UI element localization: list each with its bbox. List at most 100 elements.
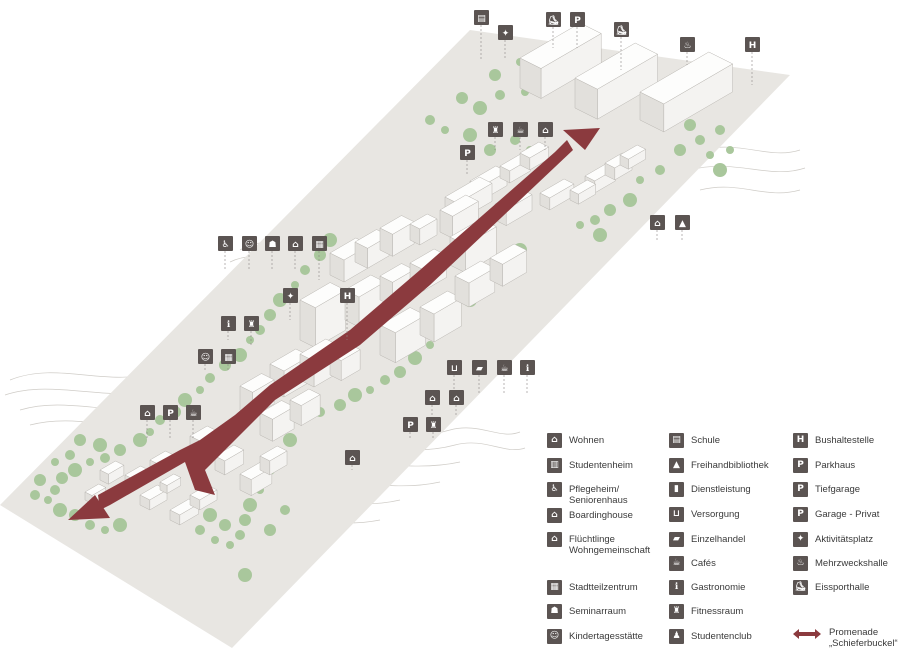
- svg-text:H: H: [749, 41, 757, 51]
- svg-text:ℹ: ℹ: [227, 320, 231, 330]
- tree: [65, 450, 75, 460]
- bus-stop-icon: H: [745, 37, 760, 52]
- shopping-bag-icon: ▰: [472, 360, 487, 375]
- building: [539, 178, 575, 211]
- tree: [713, 163, 727, 177]
- seminar-room-icon: ☗: [265, 236, 280, 251]
- building: [519, 141, 550, 171]
- svg-text:⌂: ⌂: [144, 409, 151, 419]
- building: [159, 473, 182, 494]
- svg-text:⌂: ⌂: [292, 240, 299, 250]
- tree: [44, 496, 52, 504]
- building: [379, 215, 415, 257]
- tree: [226, 541, 234, 549]
- tree: [235, 530, 245, 540]
- tree: [264, 524, 276, 536]
- tree: [380, 375, 390, 385]
- tree: [195, 525, 205, 535]
- svg-text:✦: ✦: [502, 29, 510, 39]
- map-icon-group: ▤✦⛸P⛸♨H♜☕⌂P⌂▲♿☺☗⌂▦✦Hℹ♜☺▦⊔▰☕ℹ⌂⌂⌂P☕P♜⌂: [140, 10, 760, 465]
- svg-text:▲: ▲: [679, 219, 686, 229]
- building: [259, 400, 295, 442]
- building: [409, 213, 438, 246]
- tree: [85, 520, 95, 530]
- tree: [695, 135, 705, 145]
- tree: [300, 265, 310, 275]
- tree: [133, 433, 147, 447]
- kindergarten-icon: ☺: [242, 236, 257, 251]
- tree: [463, 128, 477, 142]
- tree: [456, 92, 468, 104]
- parking-garage-icon: P: [460, 145, 475, 160]
- district-center-icon: ▦: [312, 236, 327, 251]
- care-home-icon: ♿: [218, 236, 233, 251]
- svg-text:☕: ☕: [500, 364, 508, 374]
- tree: [495, 90, 505, 100]
- svg-text:✦: ✦: [287, 292, 295, 302]
- svg-text:H: H: [344, 292, 352, 302]
- promenade-arrowhead-sw: [68, 495, 110, 520]
- activity-place-icon: ✦: [283, 288, 298, 303]
- tree: [441, 126, 449, 134]
- tree: [56, 472, 68, 484]
- svg-text:▤: ▤: [477, 14, 486, 24]
- tree: [484, 144, 496, 156]
- tree: [576, 221, 584, 229]
- tree: [53, 503, 67, 517]
- svg-text:⛸: ⛸: [616, 25, 627, 36]
- shopping-cart-icon: ⊔: [447, 360, 462, 375]
- svg-text:P: P: [407, 421, 414, 431]
- tree: [238, 568, 252, 582]
- building: [214, 444, 245, 476]
- coffee-cup-icon: ☕: [513, 122, 528, 137]
- svg-text:P: P: [167, 409, 174, 419]
- svg-text:ℹ: ℹ: [526, 364, 530, 374]
- bus-stop-icon: H: [340, 288, 355, 303]
- tree: [34, 474, 46, 486]
- house-icon: ⌂: [538, 122, 553, 137]
- svg-text:☺: ☺: [245, 239, 254, 250]
- tree: [30, 490, 40, 500]
- house-icon: ⌂: [650, 215, 665, 230]
- refugee-housing-icon: ⌂: [425, 390, 440, 405]
- tree: [510, 135, 520, 145]
- building: [639, 51, 734, 133]
- activity-place-icon: ✦: [498, 25, 513, 40]
- coffee-cup-icon: ☕: [186, 405, 201, 420]
- tree: [334, 399, 346, 411]
- promenade-arrowhead-ne: [563, 128, 600, 150]
- tree: [726, 146, 734, 154]
- tree: [74, 434, 86, 446]
- svg-text:⌂: ⌂: [453, 394, 460, 404]
- tree: [291, 281, 299, 289]
- cutlery-icon: ℹ: [520, 360, 535, 375]
- building: [99, 460, 125, 485]
- building: [519, 22, 602, 99]
- building: [619, 144, 647, 170]
- tree: [593, 228, 607, 242]
- svg-text:♿: ♿: [221, 240, 229, 250]
- svg-text:⛸: ⛸: [548, 15, 559, 26]
- svg-text:☺: ☺: [201, 352, 210, 363]
- tree: [219, 519, 231, 531]
- tree: [473, 101, 487, 115]
- tree: [426, 341, 434, 349]
- tree: [283, 433, 297, 447]
- tree: [408, 351, 422, 365]
- tree: [68, 463, 82, 477]
- promenade-arrow: [68, 128, 600, 520]
- kindergarten-icon: ☺: [198, 349, 213, 364]
- building: [379, 307, 427, 364]
- svg-text:⌂: ⌂: [349, 454, 356, 464]
- tree: [51, 458, 59, 466]
- tree: [590, 215, 600, 225]
- svg-text:P: P: [464, 149, 471, 159]
- ice-rink-icon: ⛸: [614, 22, 629, 37]
- svg-text:⌂: ⌂: [654, 219, 661, 229]
- school-icon: ▤: [474, 10, 489, 25]
- fitness-icon: ♜: [488, 122, 503, 137]
- tree: [425, 115, 435, 125]
- tree: [246, 336, 254, 344]
- tree: [623, 193, 637, 207]
